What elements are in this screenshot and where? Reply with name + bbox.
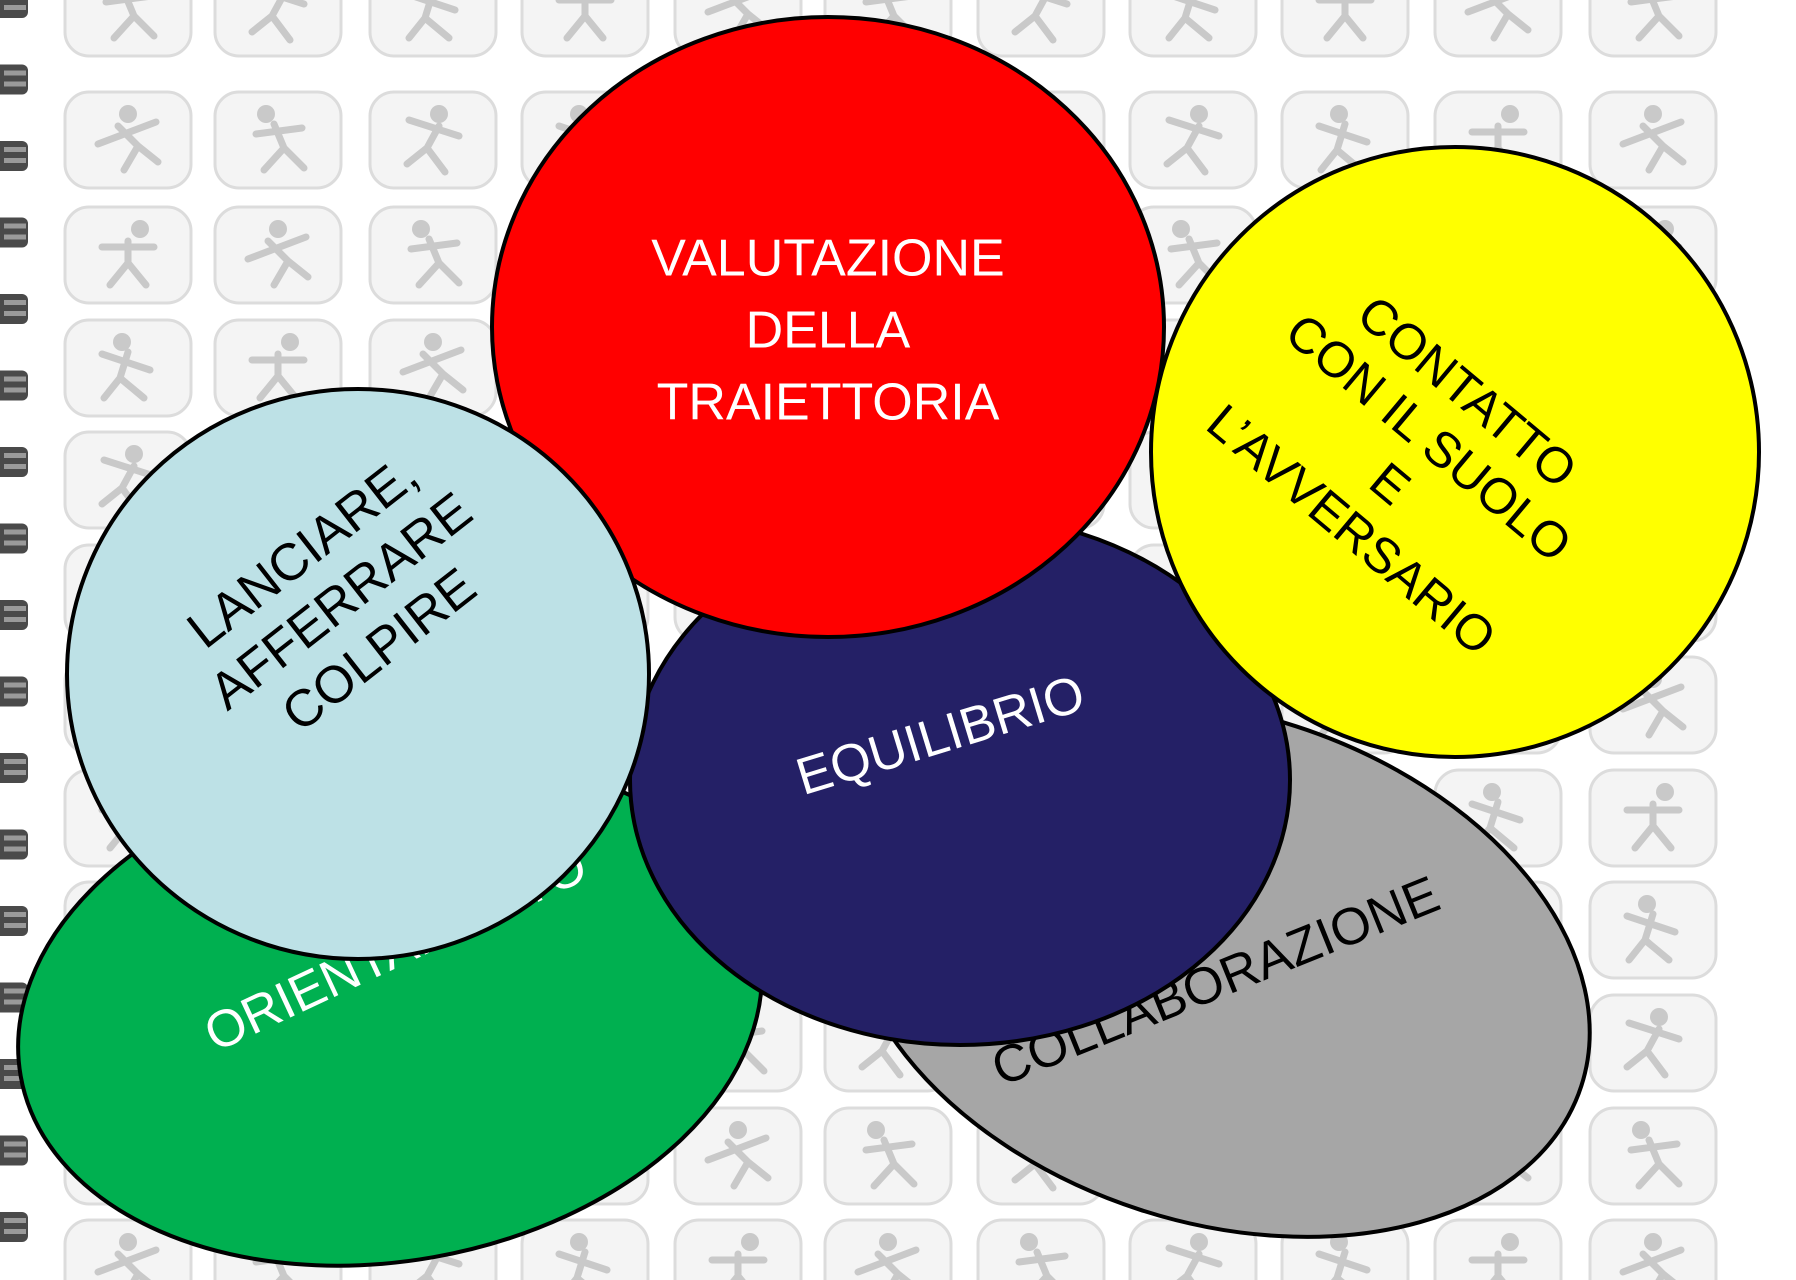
binding-ring: [0, 447, 28, 477]
sport-pictogram-tile: [520, 0, 650, 58]
sport-pictogram-tile: [1433, 1218, 1563, 1280]
binding-ring: [0, 294, 28, 324]
sport-pictogram-tile: [1588, 1218, 1718, 1280]
sport-pictogram-tile: [823, 1106, 953, 1206]
sport-pictogram-tile: [213, 0, 343, 58]
valutazione-label-line: TRAIETTORIA: [657, 374, 1000, 432]
binding-ring: [0, 753, 28, 783]
sport-pictogram-tile: [673, 1106, 803, 1206]
sport-pictogram-tile: [823, 1218, 953, 1280]
binding-ring: [0, 600, 28, 630]
contatto-oval-shape: [1149, 145, 1761, 759]
sport-pictogram-tile: [1433, 0, 1563, 58]
concept-oval-lanciare: LANCIARE,AFFERRARECOLPIRE: [65, 387, 651, 961]
valutazione-label-line: VALUTAZIONE: [651, 230, 1004, 288]
binding-ring: [0, 1212, 28, 1242]
sport-pictogram-tile: [63, 90, 193, 190]
sport-pictogram-tile: [1588, 90, 1718, 190]
sport-pictogram-tile: [1588, 1106, 1718, 1206]
sport-pictogram-tile: [368, 0, 498, 58]
sport-pictogram-tile: [213, 90, 343, 190]
sport-pictogram-tile: [63, 318, 193, 418]
valutazione-label: VALUTAZIONE DELLA TRAIETTORIA: [651, 230, 1004, 432]
valutazione-oval-shape: [490, 15, 1166, 639]
sport-pictogram-tile: [63, 205, 193, 305]
binding-ring: [0, 64, 28, 95]
concept-oval-equilibrio: EQUILIBRIO: [628, 513, 1292, 1047]
sport-pictogram-tile: [1128, 90, 1258, 190]
binding-ring: [0, 982, 28, 1013]
sport-pictogram-tile: [1588, 768, 1718, 868]
binding-ring: [0, 829, 28, 860]
binding-ring: [0, 906, 28, 936]
sport-pictogram-tile: [520, 1218, 650, 1280]
sport-pictogram-tile: [976, 1218, 1106, 1280]
binding-ring: [0, 676, 28, 707]
binding-ring: [0, 217, 28, 248]
concept-oval-valutazione: VALUTAZIONE DELLA TRAIETTORIA: [490, 15, 1166, 639]
binding-ring: [0, 141, 28, 171]
binding-ring: [0, 1135, 28, 1166]
sport-pictogram-tile: [673, 1218, 803, 1280]
sport-pictogram-tile: [1588, 993, 1718, 1093]
sport-pictogram-tile: [368, 90, 498, 190]
concept-oval-contatto: CONTATTOCON IL SUOLOEL’AVVERSARIO: [1149, 145, 1761, 759]
binding-ring: [0, 523, 28, 554]
sport-pictogram-tile: [63, 0, 193, 58]
valutazione-label-line: DELLA: [746, 302, 911, 360]
sport-pictogram-tile: [1128, 0, 1258, 58]
lanciare-oval-shape: [65, 387, 651, 961]
sport-pictogram-tile: [1588, 0, 1718, 58]
sport-pictogram-tile: [213, 205, 343, 305]
concept-ovals: COLLABORAZIONEORIENTAMENTOEQUILIBRIOCONT…: [16, 15, 1761, 1268]
sport-pictogram-tile: [63, 1218, 193, 1280]
binding-ring: [0, 0, 28, 18]
sport-pictogram-tile: [976, 0, 1106, 58]
sport-pictogram-tile: [1588, 880, 1718, 980]
binding-ring: [0, 370, 28, 401]
sport-pictogram-tile: [1280, 0, 1410, 58]
sport-pictogram-tile: [368, 205, 498, 305]
